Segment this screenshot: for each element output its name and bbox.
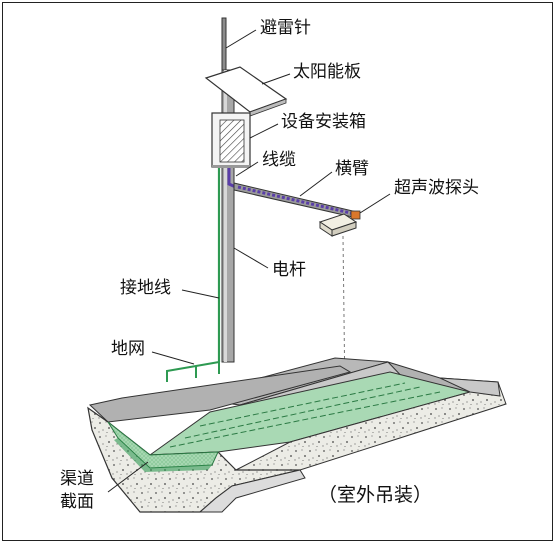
- label-equipment-box: 设备安装箱: [281, 112, 366, 132]
- leader-lines: [107, 29, 391, 493]
- equipment-box: [211, 112, 251, 168]
- label-channel-section-line2: 截面: [60, 492, 94, 512]
- channel: [87, 357, 507, 513]
- label-channel-section-line1: 渠道: [60, 469, 94, 489]
- solar-panel: [204, 66, 288, 117]
- label-solar-panel: 太阳能板: [293, 62, 361, 82]
- ultrasonic-probe: [318, 210, 361, 237]
- label-cable: 线缆: [262, 150, 296, 170]
- label-lightning-rod: 避雷针: [260, 18, 311, 38]
- lightning-rod: [221, 17, 227, 71]
- caption-outdoor-hanging: （室外吊装）: [318, 484, 433, 506]
- label-ultrasonic-probe: 超声波探头: [394, 178, 479, 198]
- cross-arm: [233, 182, 358, 219]
- label-cross-arm: 横臂: [335, 159, 369, 179]
- label-ground-wire: 接地线: [120, 278, 171, 298]
- ground-grid: [166, 358, 220, 382]
- label-pole: 电杆: [272, 260, 306, 280]
- label-ground-grid: 地网: [111, 339, 145, 359]
